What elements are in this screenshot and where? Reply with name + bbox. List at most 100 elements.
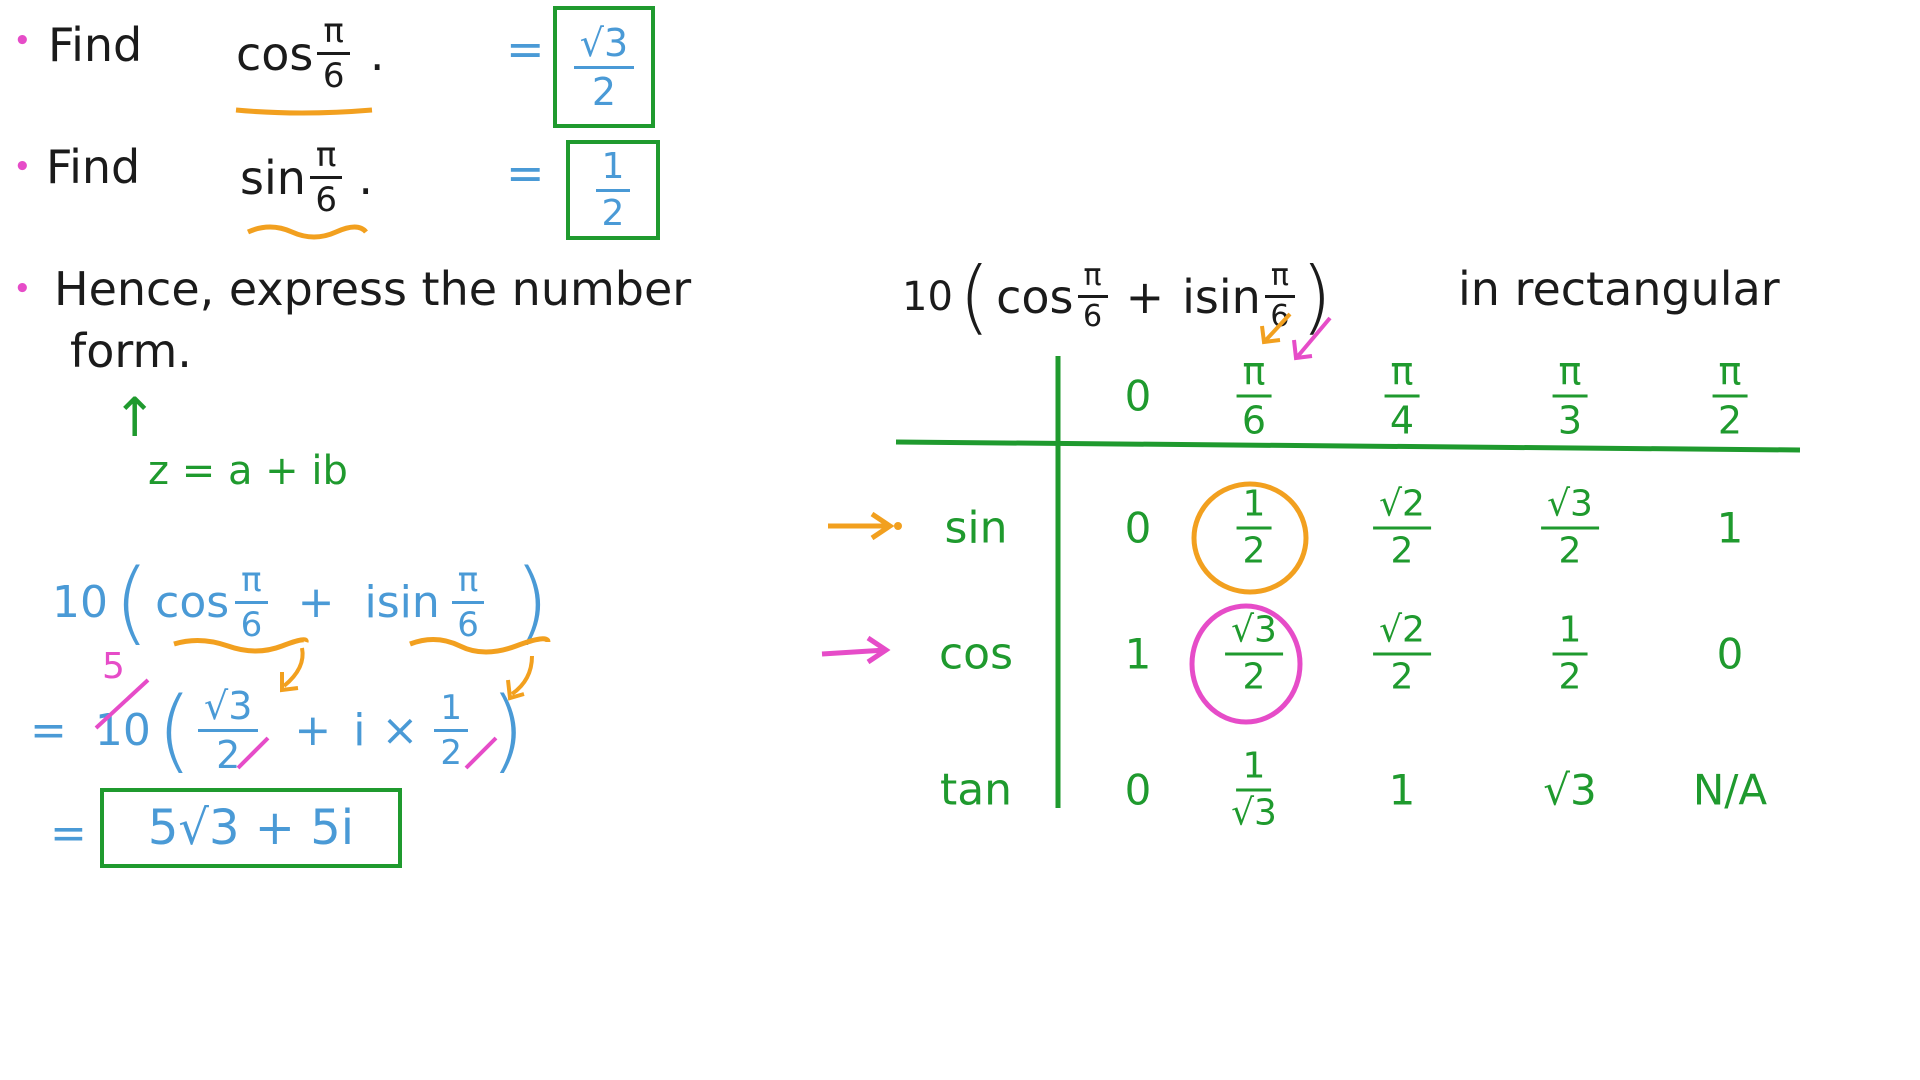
table-cell-sin-4: 1 [1716,503,1744,553]
note-formula: z = a + ib [148,448,348,494]
work-open-paren-2: ( [156,678,192,783]
table-cell-sin-0: 0 [1124,503,1152,553]
sin-row-dot [894,522,902,530]
work-frac-1-2: 1 2 [434,691,469,773]
q3-coef: 10 [902,273,953,320]
q1-equals: = [506,22,545,76]
work-r3: √3 [198,687,259,732]
q3-line1: Hence, express the number [54,262,692,316]
work-six-1: 6 [240,605,263,645]
q2-answer: 1 2 [595,148,631,234]
work-coef: 10 [52,577,108,628]
work-six-2: 6 [457,605,479,645]
table-cell-tan-2: 1 [1388,765,1416,815]
final-answer-box: 5√3 + 5i [100,788,402,868]
work-plus-2: + [294,705,332,756]
q3-expression: 10 ( cos π 6 + isin π 6 ) [902,250,1332,343]
bullet-q2: • [14,152,31,182]
q2-underline [246,224,368,240]
work-underline-1 [173,637,309,654]
work-frac-2: π 6 [451,563,485,645]
q1-answer-num: √3 [573,24,635,69]
work-arrow-1 [282,647,305,688]
q3-pi-1: π [1077,261,1108,298]
q2-find: Find [46,140,141,194]
work-plus-1: + [297,577,335,628]
q2-fn: sin [240,150,306,205]
bullet-q3: • [14,274,31,304]
q3-six-1: 6 [1083,299,1103,334]
table-horizontal-rule [895,439,1801,453]
work-cos: cos [155,577,230,628]
q1-dot: . [369,26,385,81]
q3-pi-2: π [1264,261,1295,298]
work-cross-two-b [464,736,498,770]
work-two-a: 2 [216,733,241,777]
work-five-pink: 5 [102,646,125,687]
work-frac-1: π 6 [235,563,268,645]
q1-expression: cos π 6 . [236,14,385,93]
work-one: 1 [434,691,469,732]
table-cell-cos-0: 1 [1124,629,1152,679]
final-answer: 5√3 + 5i [147,800,355,856]
q3-after: in rectangular [1458,262,1780,316]
work-arrow-2 [510,655,534,696]
sin-pi6-circle [1191,481,1309,595]
q3-arrow-orange-head [1260,325,1281,345]
work-frac-r3-2: √3 2 [198,687,259,777]
sin-row-arrow-head [870,511,895,541]
work-pi-2: π [451,563,485,604]
q2-answer-num: 1 [595,148,631,192]
work-times: × [381,705,419,756]
table-row-label-sin: sin [944,502,1008,554]
q1-num: π [317,14,350,55]
work-two-b: 2 [440,733,463,773]
q2-answer-den: 2 [601,192,625,234]
q2-fraction: π 6 [309,138,343,217]
q1-find: Find [48,18,143,72]
q1-fn: cos [236,26,314,81]
q1-den: 6 [322,56,345,96]
table-cell-tan-3: √3 [1543,765,1597,815]
cos-row-arrow [821,647,887,657]
work-open-paren: ( [114,550,150,655]
work-pi-1: π [235,563,268,604]
cos-row-arrow-head [866,635,891,665]
q2-num: π [309,138,343,179]
q2-dot: . [358,150,374,205]
q1-answer-den: 2 [591,69,617,114]
q3-arrow-pink [1296,316,1332,358]
table-cell-tan-4: N/A [1692,765,1768,815]
q3-plus: + [1125,269,1165,324]
work-eq-3: = [50,808,87,859]
table-cell-tan-0: 0 [1124,765,1152,815]
work-underline-2 [409,636,551,655]
work-cross-two-a [236,736,270,770]
table-row-label-cos: cos [938,628,1014,680]
q3-arrow-pink-head [1292,339,1313,361]
q2-equals: = [506,146,545,200]
work-arrow-2-head [506,679,525,701]
work-isin: isin [364,577,440,628]
work-arrow-1-head [280,672,299,693]
q3-close-paren: ) [1300,250,1333,343]
q3-frac-1: π 6 [1077,261,1108,334]
work-i: i [353,705,366,756]
q2-answer-box: 1 2 [566,140,660,240]
q3-arrow-orange [1264,312,1292,342]
q3-open-paren: ( [958,250,991,343]
work-eq-2: = [30,705,67,756]
q3-isin: isin [1182,269,1261,324]
work-line-2: = 10 ( √3 2 + i × 1 2 ) [30,678,525,783]
